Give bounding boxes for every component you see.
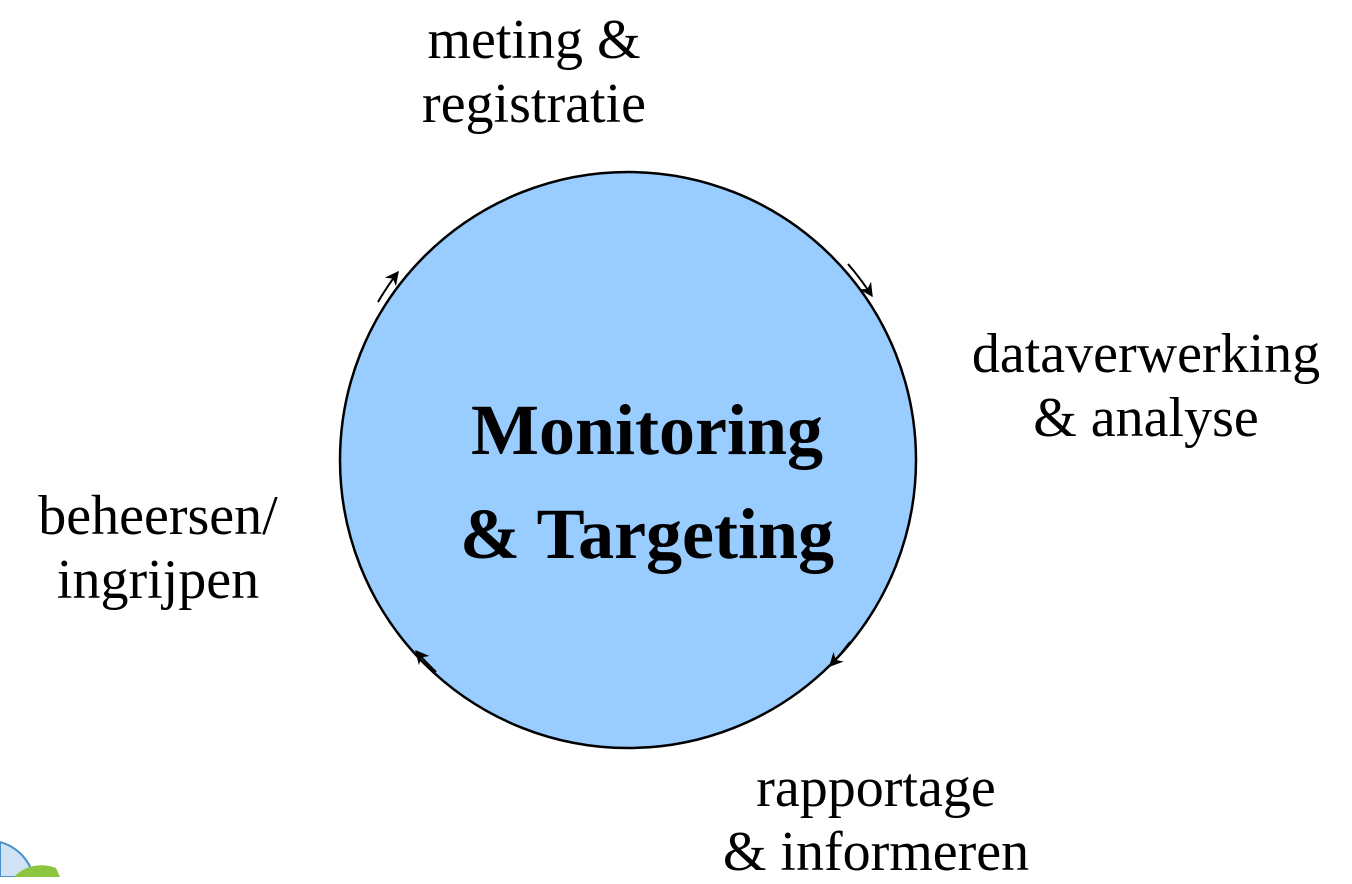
step-label-line2: & analyse (1033, 387, 1259, 449)
cycle-arrow-bottom-left (415, 649, 437, 673)
cycle-title-line2: & Targeting (459, 494, 835, 574)
step-label-line2: registratie (422, 73, 646, 135)
cycle-arrow-top-right (847, 263, 873, 298)
step-label-line1: meting & (427, 9, 641, 71)
step-beheersen-ingrijpen: beheersen/ ingrijpen (0, 484, 316, 612)
step-meting-registratie: meting & registratie (334, 8, 734, 136)
step-label-line2: & informeren (722, 821, 1030, 883)
cycle-circle (338, 170, 918, 750)
cycle-title: Monitoring & Targeting (397, 378, 897, 586)
step-label-line1: beheersen/ (38, 485, 278, 547)
step-label-line2: ingrijpen (56, 549, 260, 611)
partial-logo-icon (0, 840, 60, 877)
cycle-title-line1: Monitoring (471, 390, 823, 470)
step-label-line1: rapportage (756, 757, 996, 819)
step-dataverwerking-analyse: dataverwerking & analyse (940, 322, 1352, 450)
step-label-line1: dataverwerking (971, 323, 1321, 385)
step-rapportage-informeren: rapportage & informeren (676, 756, 1076, 884)
cycle-arrow-top-left (377, 270, 399, 303)
cycle-arrow-bottom-right (829, 641, 851, 668)
